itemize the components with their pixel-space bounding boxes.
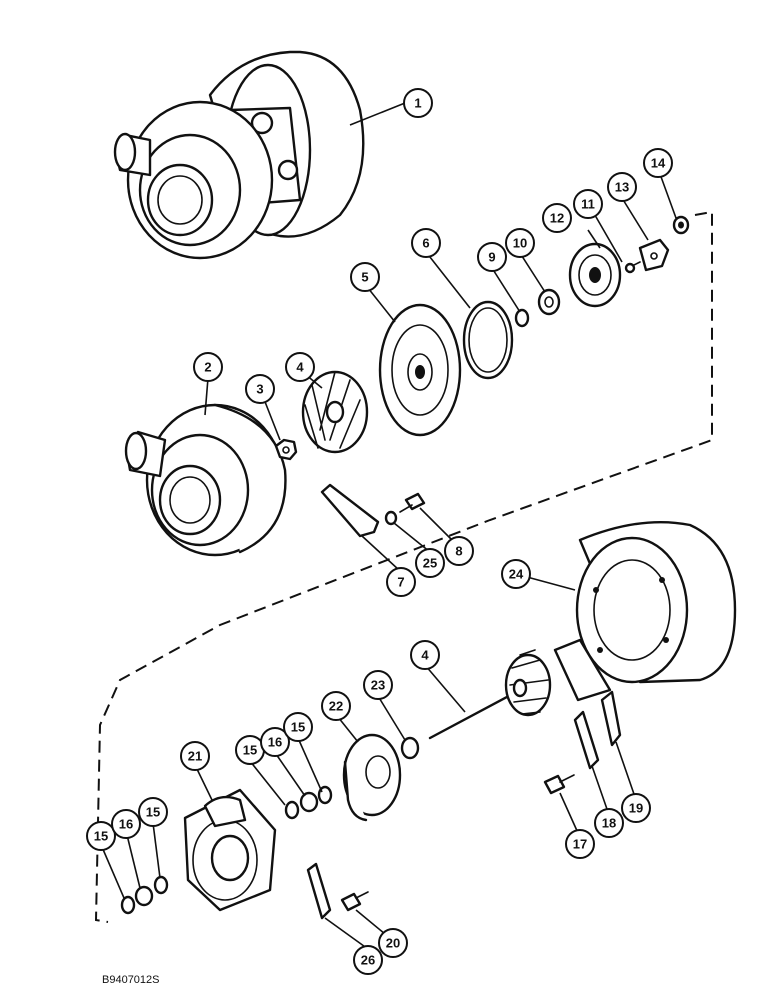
callout-15-c: 15 bbox=[86, 821, 116, 851]
callout-5: 5 bbox=[350, 262, 380, 292]
bolt-20 bbox=[340, 891, 369, 912]
center-housing bbox=[183, 788, 277, 912]
callout-16-a: 16 bbox=[260, 727, 290, 757]
callout-14: 14 bbox=[643, 148, 673, 178]
svg-text:10: 10 bbox=[513, 236, 527, 251]
callout-13: 13 bbox=[607, 172, 637, 202]
svg-text:23: 23 bbox=[371, 678, 385, 693]
svg-text:15: 15 bbox=[94, 829, 108, 844]
thrust-collar bbox=[537, 288, 561, 316]
heat-shield bbox=[342, 733, 402, 822]
callout-7: 7 bbox=[386, 567, 416, 597]
drawing-reference: B9407012S bbox=[102, 974, 160, 986]
svg-text:15: 15 bbox=[243, 743, 257, 758]
bolt-8 bbox=[399, 492, 426, 513]
svg-text:8: 8 bbox=[455, 544, 462, 559]
svg-text:18: 18 bbox=[602, 816, 616, 831]
callout-23: 23 bbox=[363, 670, 393, 700]
lock-plate bbox=[638, 238, 670, 272]
svg-text:22: 22 bbox=[329, 699, 343, 714]
svg-text:2: 2 bbox=[204, 360, 211, 375]
svg-text:19: 19 bbox=[629, 801, 643, 816]
callout-4-lower: 4 bbox=[410, 640, 440, 670]
washer-14 bbox=[672, 215, 690, 235]
bearing-set-lower bbox=[120, 875, 169, 915]
callout-4-upper: 4 bbox=[285, 352, 315, 382]
o-ring bbox=[462, 300, 514, 380]
svg-text:5: 5 bbox=[361, 270, 368, 285]
callout-15-d: 15 bbox=[138, 797, 168, 827]
leader-lines bbox=[101, 102, 677, 950]
callout-11: 11 bbox=[573, 189, 603, 219]
svg-text:26: 26 bbox=[361, 953, 375, 968]
callout-15-b: 15 bbox=[283, 712, 313, 742]
callout-16-b: 16 bbox=[111, 809, 141, 839]
svg-text:15: 15 bbox=[146, 805, 160, 820]
svg-text:3: 3 bbox=[256, 382, 263, 397]
thrust-bearing bbox=[568, 242, 622, 308]
bolt-17 bbox=[543, 774, 575, 795]
callout-22: 22 bbox=[321, 691, 351, 721]
bearing-set-upper bbox=[284, 785, 333, 820]
svg-text:14: 14 bbox=[651, 156, 666, 171]
svg-text:24: 24 bbox=[509, 567, 524, 582]
svg-text:20: 20 bbox=[386, 936, 400, 951]
svg-text:1: 1 bbox=[414, 96, 421, 111]
turbocharger-assembly bbox=[113, 50, 365, 260]
callout-25: 25 bbox=[415, 548, 445, 578]
callout-20: 20 bbox=[378, 928, 408, 958]
callout-19: 19 bbox=[621, 793, 651, 823]
callout-6: 6 bbox=[411, 228, 441, 258]
svg-text:16: 16 bbox=[119, 817, 133, 832]
callout-12: 12 bbox=[542, 203, 572, 233]
callout-18: 18 bbox=[594, 808, 624, 838]
svg-text:6: 6 bbox=[422, 236, 429, 251]
turbine-housing bbox=[553, 520, 737, 702]
callout-9: 9 bbox=[477, 242, 507, 272]
alignment-dashed-line bbox=[94, 210, 713, 923]
clamp-plate-26 bbox=[306, 862, 332, 920]
callout-17: 17 bbox=[565, 829, 595, 859]
turbine-wheel-shaft bbox=[428, 649, 552, 740]
svg-text:21: 21 bbox=[188, 749, 202, 764]
clamp-plate-19 bbox=[600, 690, 622, 747]
lock-washer-25 bbox=[384, 510, 398, 526]
svg-text:9: 9 bbox=[488, 250, 495, 265]
seal-ring-23 bbox=[400, 736, 420, 760]
svg-text:16: 16 bbox=[268, 735, 282, 750]
compressor-housing bbox=[124, 403, 287, 557]
snap-ring-9 bbox=[514, 308, 530, 328]
callout-8: 8 bbox=[444, 536, 474, 566]
callout-3: 3 bbox=[245, 374, 275, 404]
svg-text:11: 11 bbox=[581, 197, 595, 212]
clamp-plate-18 bbox=[573, 710, 600, 770]
callout-26: 26 bbox=[353, 945, 383, 975]
svg-text:17: 17 bbox=[573, 837, 587, 852]
svg-text:7: 7 bbox=[397, 575, 404, 590]
callout-15-a: 15 bbox=[235, 735, 265, 765]
callout-1: 1 bbox=[403, 88, 433, 118]
callout-24: 24 bbox=[501, 559, 531, 589]
svg-text:12: 12 bbox=[550, 211, 564, 226]
svg-text:4: 4 bbox=[421, 648, 429, 663]
svg-text:25: 25 bbox=[423, 556, 437, 571]
svg-text:13: 13 bbox=[615, 180, 629, 195]
callout-21: 21 bbox=[180, 741, 210, 771]
callout-2: 2 bbox=[193, 352, 223, 382]
backplate bbox=[378, 303, 462, 437]
screw-11 bbox=[624, 261, 641, 274]
clamp-plate-7 bbox=[320, 483, 380, 538]
compressor-wheel bbox=[301, 370, 369, 454]
svg-text:4: 4 bbox=[296, 360, 304, 375]
callout-10: 10 bbox=[505, 228, 535, 258]
svg-text:15: 15 bbox=[291, 720, 305, 735]
nut-3 bbox=[274, 438, 298, 461]
